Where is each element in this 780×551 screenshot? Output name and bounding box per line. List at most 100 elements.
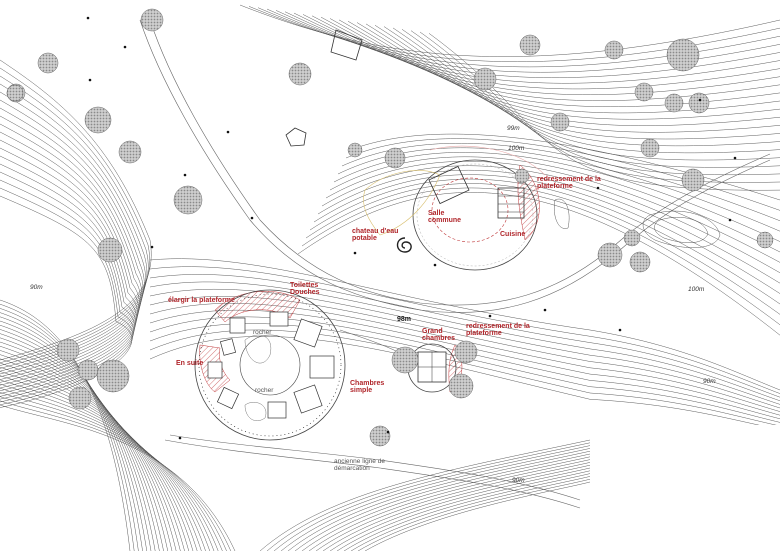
- label-redressement-top: redressement de la plateforme: [537, 176, 601, 191]
- elevation-90-bottom: 90m: [512, 477, 525, 484]
- contour-line: [149, 336, 780, 430]
- contour-line: [0, 99, 145, 375]
- contour-line: [239, 4, 780, 57]
- tree: [391, 346, 419, 374]
- contour-line: [305, 183, 780, 315]
- contour-line: [338, 19, 780, 120]
- contour-line: [287, 450, 591, 551]
- contour-line: [654, 217, 709, 243]
- contour-line: [0, 195, 133, 408]
- contour-line: [0, 83, 148, 369]
- contour-line: [257, 7, 780, 68]
- tree: [473, 67, 497, 91]
- contour-line: [0, 115, 142, 380]
- contour-line: [357, 478, 591, 551]
- contour-line: [301, 456, 591, 551]
- tree: [173, 185, 203, 215]
- contour-line: [0, 333, 164, 551]
- contour-line: [0, 358, 190, 551]
- contour-line: [315, 462, 591, 551]
- contour-line: [149, 258, 780, 391]
- paths: [139, 19, 771, 509]
- tree: [623, 229, 641, 247]
- elevation-100-top: 100m: [508, 145, 525, 152]
- contour-line: [149, 266, 780, 394]
- label-rocher-bottom: rocher: [255, 387, 274, 394]
- contour-line: [0, 131, 140, 386]
- contour-line: [401, 29, 780, 168]
- tree: [84, 106, 112, 134]
- contour-line: [336, 470, 591, 551]
- contour-line: [356, 22, 780, 133]
- tree: [756, 231, 774, 249]
- tree: [77, 359, 99, 381]
- elevation-100-right: 100m: [688, 286, 705, 293]
- tree: [369, 425, 391, 447]
- tree: [96, 359, 130, 393]
- contour-line: [0, 354, 185, 551]
- label-en-suite: En suite: [176, 360, 204, 367]
- tree: [347, 142, 363, 158]
- contour-line: [364, 481, 591, 551]
- elevation-98: 98m: [397, 316, 412, 323]
- tree: [118, 140, 142, 164]
- contour-line: [308, 459, 591, 551]
- survey-points: [86, 16, 737, 440]
- tree: [597, 242, 623, 268]
- tree: [68, 386, 92, 410]
- contour-line: [329, 467, 591, 551]
- contour-line: [322, 464, 591, 551]
- contour-line: [321, 165, 780, 273]
- contour-line: [0, 387, 219, 551]
- contour-line: [337, 147, 780, 232]
- contour-line: [642, 210, 721, 248]
- contour-line: [0, 59, 152, 361]
- tree: [288, 62, 312, 86]
- contour-line: [0, 320, 152, 551]
- tree: [140, 8, 164, 32]
- tree: [384, 147, 406, 169]
- tree: [56, 338, 80, 362]
- contour-line: [343, 473, 591, 551]
- contour-line: [311, 15, 780, 101]
- label-chateau-eau: chateau d'eau potable: [352, 228, 399, 243]
- tree: [681, 168, 705, 192]
- elevation-99: 99m: [507, 125, 520, 132]
- contour-line: [0, 396, 227, 551]
- label-elargir: élargir la plateforme: [168, 297, 235, 304]
- contour-line: [280, 448, 591, 551]
- contour-line: [374, 25, 780, 147]
- contour-line: [309, 178, 780, 305]
- contour-line: [149, 281, 780, 402]
- contour-line: [0, 371, 202, 551]
- contour-line: [0, 375, 206, 551]
- contour-line: [0, 379, 211, 551]
- tree: [629, 251, 651, 273]
- contour-line: [392, 27, 780, 161]
- label-toilettes: Toilettes Douches: [290, 282, 320, 297]
- contour-line: [410, 30, 780, 175]
- contour-line: [554, 198, 570, 229]
- blank-area: [590, 425, 780, 551]
- label-redressement-bottom: redressement de la plateforme: [466, 323, 530, 338]
- contour-line: [0, 337, 169, 551]
- contour-line: [0, 350, 181, 551]
- contour-line: [350, 476, 591, 551]
- tree: [550, 112, 570, 132]
- tree: [664, 93, 684, 113]
- upper-platform: [363, 145, 546, 271]
- contour-line: [0, 383, 215, 551]
- tree: [688, 92, 710, 114]
- elevation-90-right: 90m: [703, 378, 716, 385]
- contour-line: [0, 392, 223, 551]
- contour-line: [333, 152, 780, 242]
- tree: [519, 34, 541, 56]
- tree: [37, 52, 59, 74]
- elevation-90-left: 90m: [30, 284, 43, 291]
- contour-line: [0, 107, 144, 378]
- contour-line: [0, 366, 198, 551]
- contour-line: [301, 187, 780, 325]
- contour-line: [0, 362, 194, 551]
- tree: [640, 138, 660, 158]
